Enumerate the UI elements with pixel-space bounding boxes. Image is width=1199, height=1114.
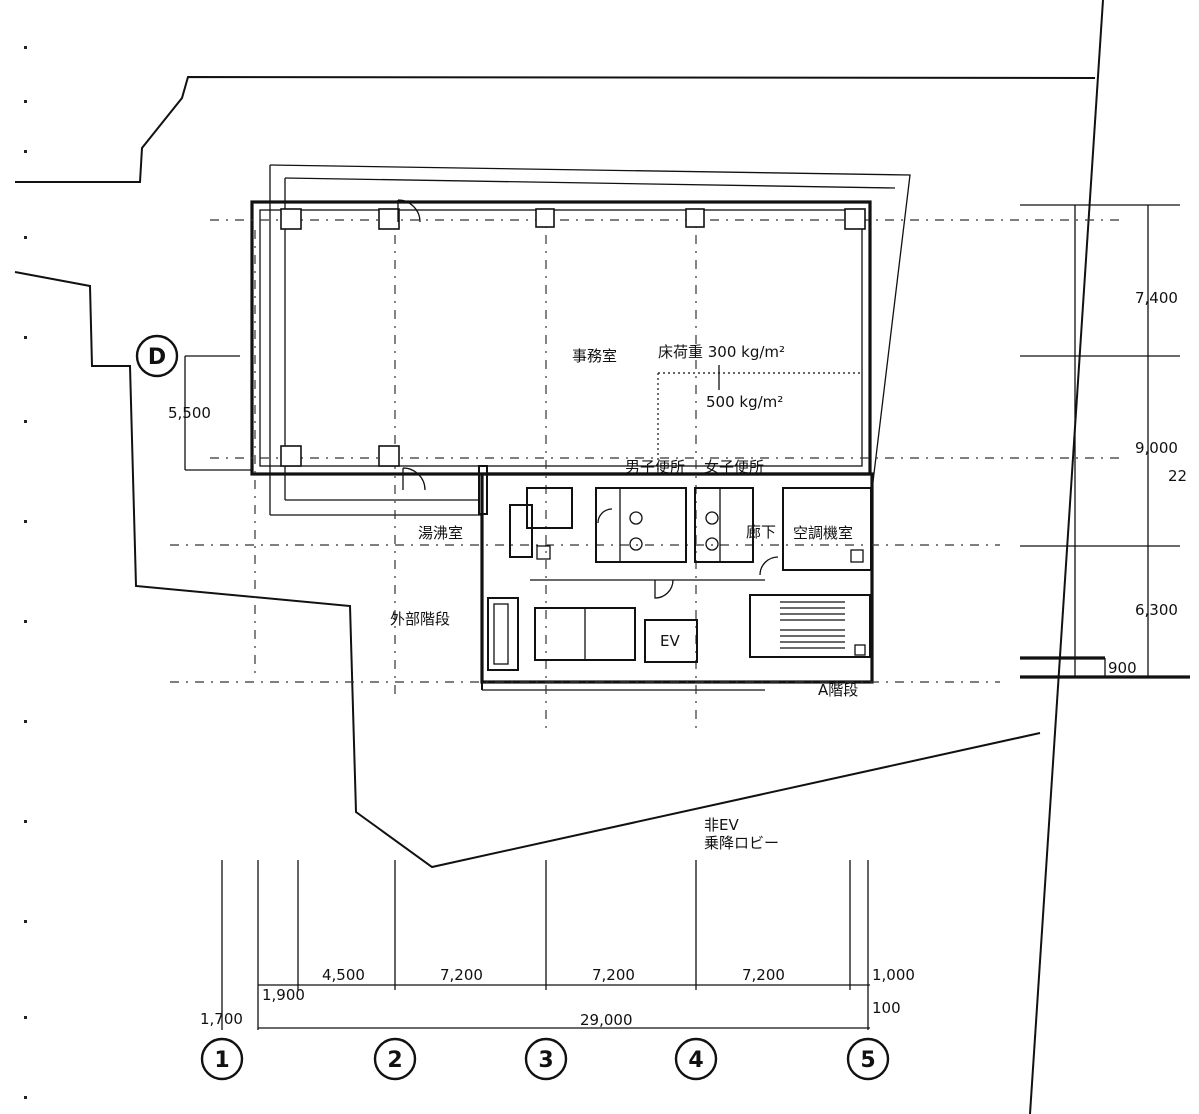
a-stair-label: A階段 <box>818 681 858 699</box>
ac-room-label: 空調機室 <box>793 524 853 542</box>
stair-treads <box>780 601 845 649</box>
dim-6300: 6,300 <box>1135 601 1178 619</box>
dim-total-29000: 29,000 <box>580 1011 633 1029</box>
dim-5500: 5,500 <box>168 404 211 422</box>
womens-toilet-label: 女子便所 <box>704 458 764 476</box>
water-room-label: 湯沸室 <box>418 524 463 542</box>
ev-label: EV <box>660 632 680 650</box>
dim-7400: 7,400 <box>1135 289 1178 307</box>
dim-22: 22 <box>1168 467 1187 485</box>
axis-label-5: 5 <box>860 1048 875 1073</box>
mens-toilet-label: 男子便所 <box>625 458 685 476</box>
dim-9000: 9,000 <box>1135 439 1178 457</box>
axis-marker-2: 2 <box>373 1037 417 1081</box>
axis-label-4: 4 <box>688 1048 703 1073</box>
dim-100: 100 <box>872 999 901 1017</box>
floor-load-range-label: 500 kg/m² <box>706 393 783 411</box>
corridor-label: 廊下 <box>746 523 776 541</box>
axis-marker-4: 4 <box>674 1037 718 1081</box>
axis-label-2: 2 <box>387 1048 402 1073</box>
core-interior <box>487 487 872 671</box>
dim-900: 900 <box>1108 659 1137 677</box>
axis-marker-5: 5 <box>846 1037 890 1081</box>
axis-label-D: D <box>148 345 166 370</box>
floor-load-label: 床荷重 300 kg/m² <box>658 343 785 361</box>
office-label: 事務室 <box>572 347 617 365</box>
dim-1900: 1,900 <box>262 986 305 1004</box>
ext-stair-label: 外部階段 <box>390 610 450 628</box>
building-outline <box>250 164 911 691</box>
axis-label-1: 1 <box>214 1048 229 1073</box>
dim-7200-a: 7,200 <box>440 966 483 984</box>
dim-1000: 1,000 <box>872 966 915 984</box>
dim-1700: 1,700 <box>200 1010 243 1028</box>
dim-4500: 4,500 <box>322 966 365 984</box>
doors <box>397 199 488 515</box>
scan-specks <box>24 46 27 1099</box>
emergency-ev-label: 非EV <box>704 816 739 834</box>
dim-7200-c: 7,200 <box>742 966 785 984</box>
structural-columns <box>280 208 866 467</box>
axis-marker-3: 3 <box>524 1037 568 1081</box>
dimension-texts: 1,700 1,900 4,500 7,200 7,200 7,200 1,00… <box>168 289 1187 1029</box>
axis-label-3: 3 <box>538 1048 553 1073</box>
axis-marker-1: 1 <box>200 1037 244 1081</box>
site-boundary <box>14 0 1190 1114</box>
dimension-lines <box>184 355 870 1030</box>
dim-7200-b: 7,200 <box>592 966 635 984</box>
axis-marker-D: D <box>135 334 179 378</box>
emergency-ev-lobby-label: 乗降ロビー <box>704 834 779 852</box>
room-labels: 事務室 床荷重 300 kg/m² 500 kg/m² 男子便所 女子便所 廊下… <box>390 343 858 852</box>
